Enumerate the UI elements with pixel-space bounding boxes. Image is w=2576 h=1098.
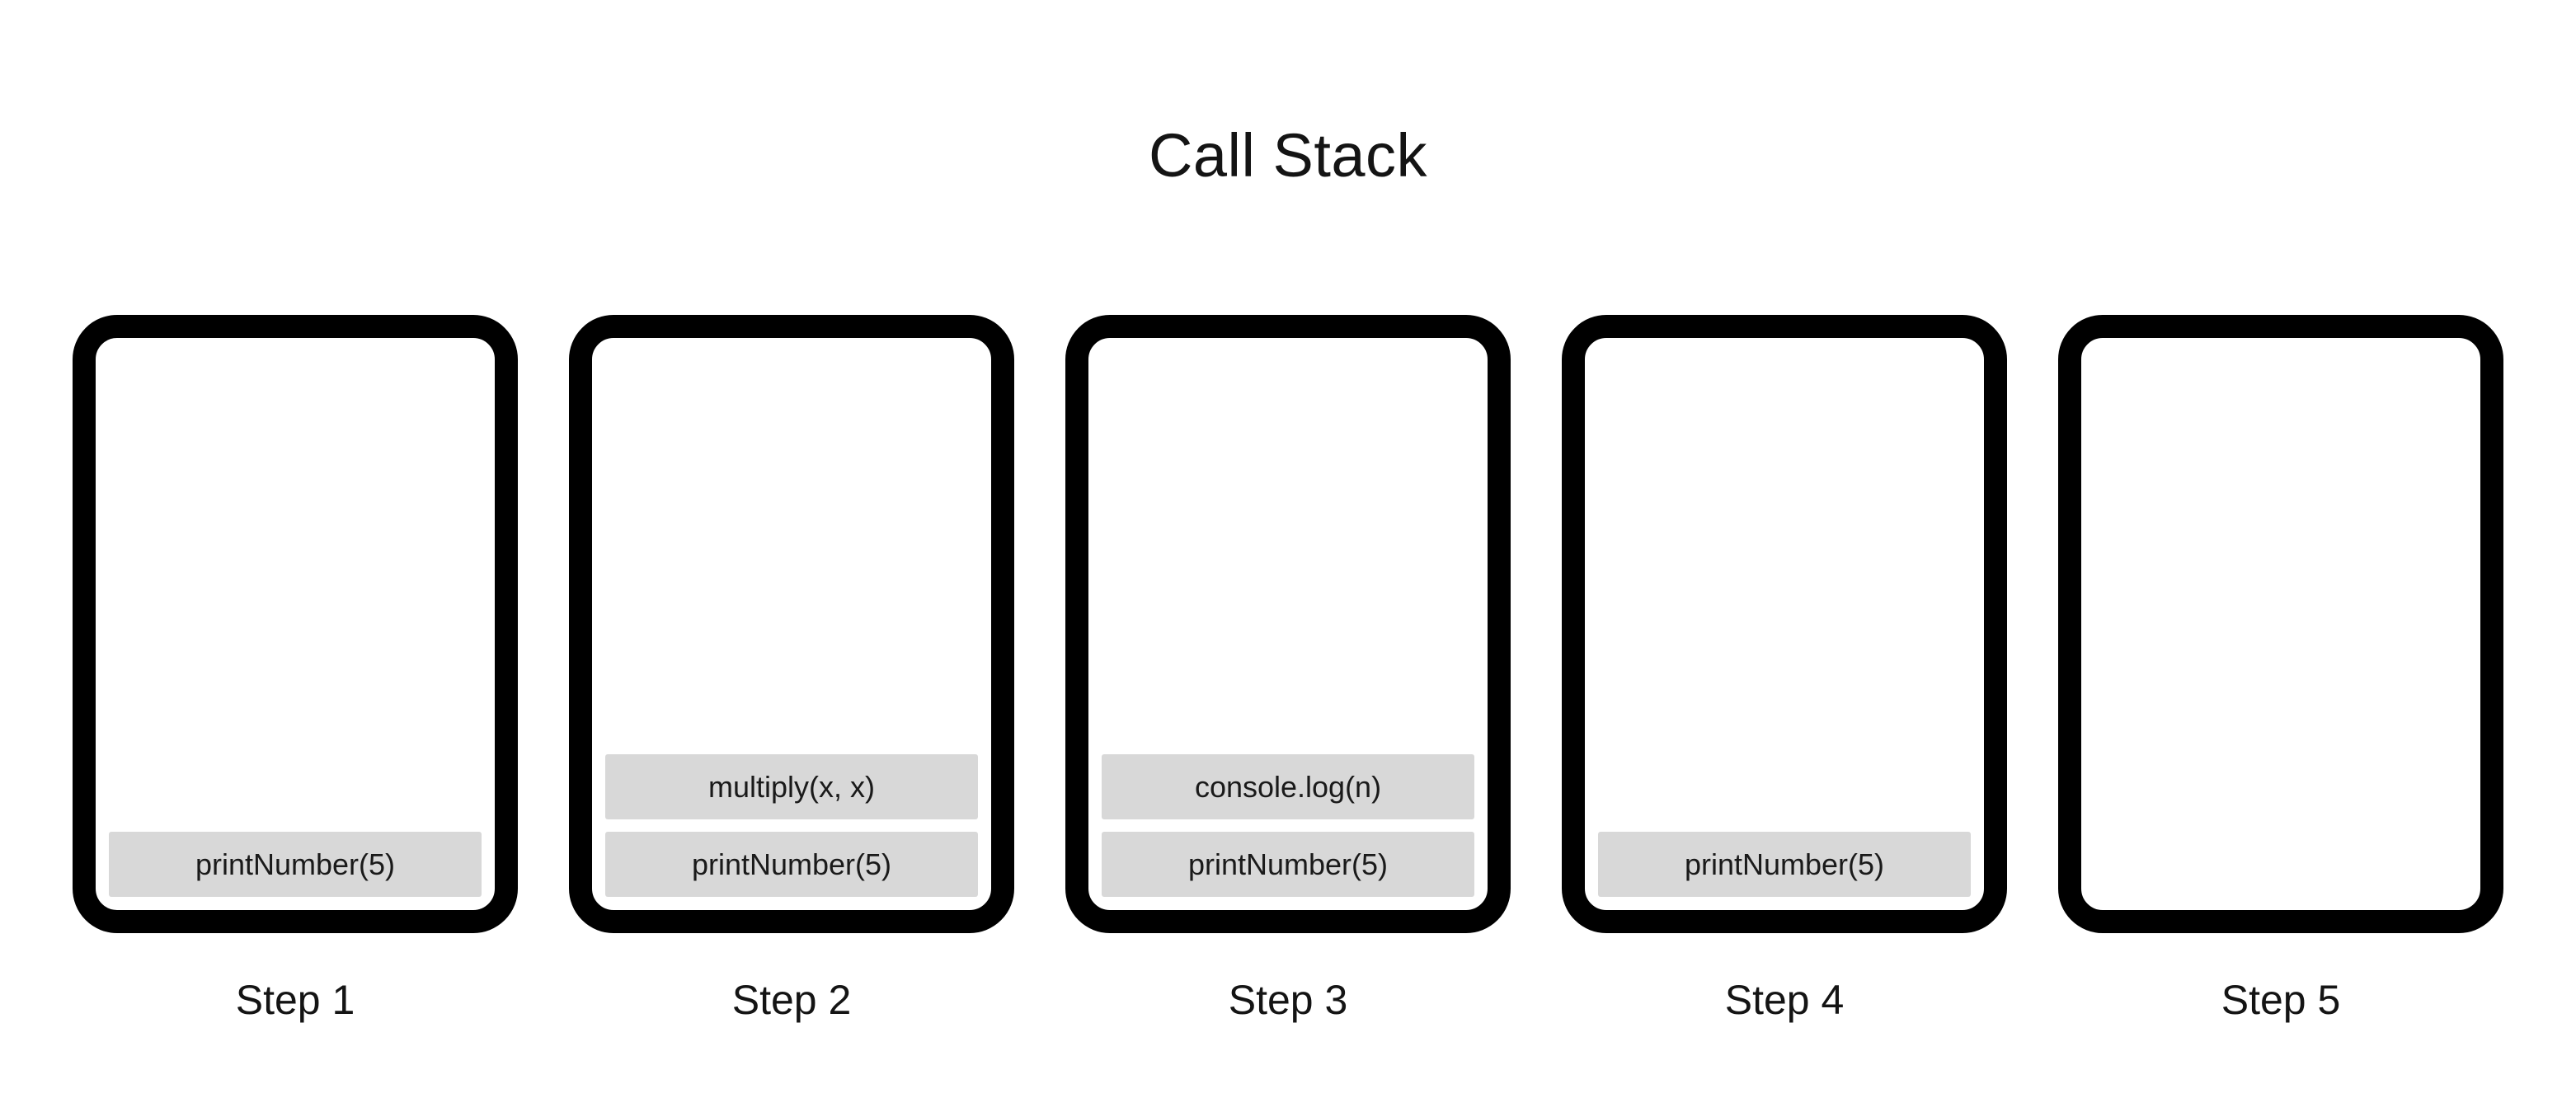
- step-4-label: Step 4: [1724, 977, 1845, 1023]
- step-3-column: console.log(n) printNumber(5) Step 3: [1065, 315, 1511, 1021]
- diagram-title: Call Stack: [1148, 121, 1428, 190]
- stack-frame: multiply(x, x): [605, 754, 978, 819]
- stack-frame: printNumber(5): [605, 832, 978, 897]
- step-1-label: Step 1: [235, 977, 355, 1023]
- call-stack-box-step-3: console.log(n) printNumber(5): [1065, 315, 1511, 933]
- step-5-label: Step 5: [2221, 977, 2341, 1023]
- stack-frame: printNumber(5): [1598, 832, 1971, 897]
- call-stack-box-step-5: [2058, 315, 2503, 933]
- step-1-column: printNumber(5) Step 1: [73, 315, 518, 1021]
- stacks-row: printNumber(5) Step 1 multiply(x, x) pri…: [0, 315, 2576, 1021]
- step-2-label: Step 2: [731, 977, 852, 1023]
- stack-frame: printNumber(5): [1102, 832, 1474, 897]
- stack-frame: printNumber(5): [109, 832, 482, 897]
- call-stack-box-step-4: printNumber(5): [1562, 315, 2007, 933]
- stack-frame: console.log(n): [1102, 754, 1474, 819]
- step-5-column: Step 5: [2058, 315, 2503, 1021]
- step-3-label: Step 3: [1228, 977, 1348, 1023]
- step-4-column: printNumber(5) Step 4: [1562, 315, 2007, 1021]
- call-stack-box-step-2: multiply(x, x) printNumber(5): [569, 315, 1014, 933]
- step-2-column: multiply(x, x) printNumber(5) Step 2: [569, 315, 1014, 1021]
- call-stack-box-step-1: printNumber(5): [73, 315, 518, 933]
